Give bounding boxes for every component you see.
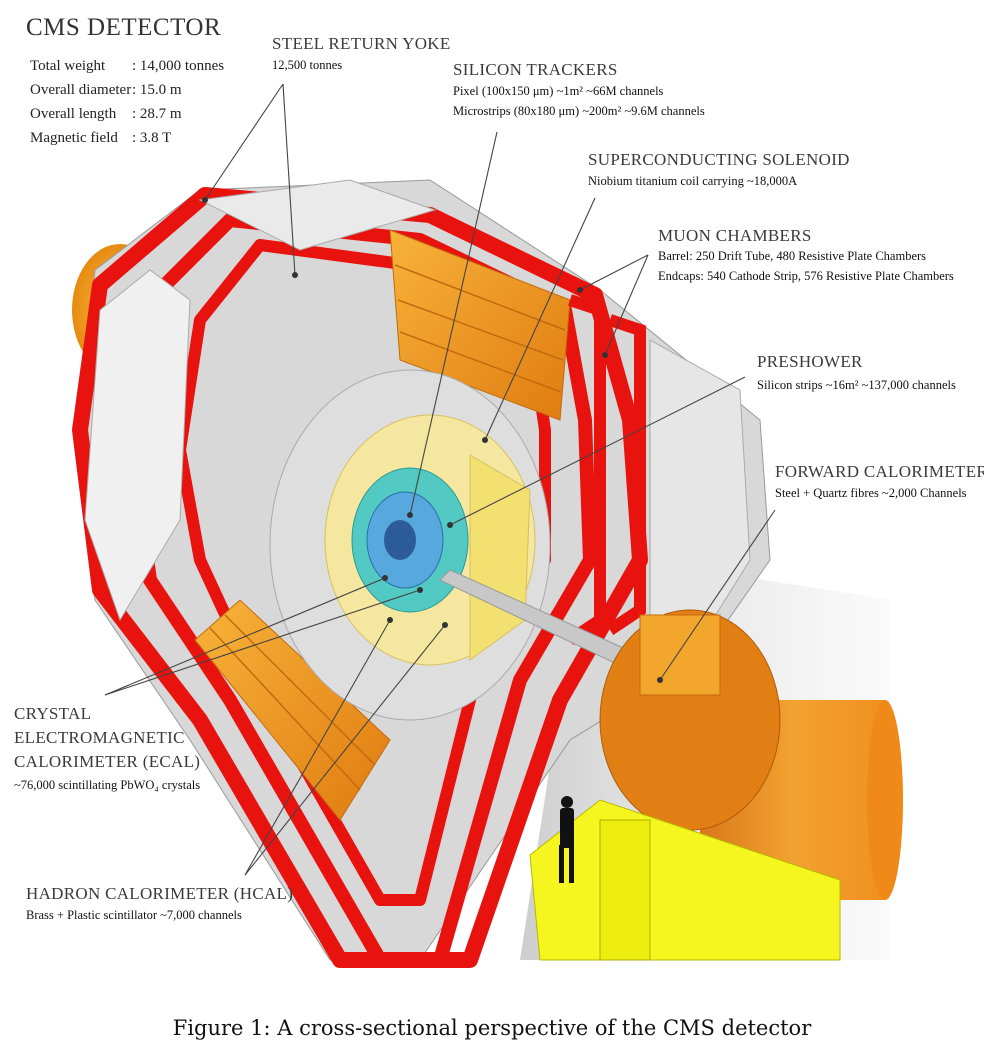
spec-label: Magnetic field [30,130,118,147]
ecal-sub: ~76,000 scintillating PbWO₄ crystals [14,778,200,793]
preshower-sub: Silicon strips ~16m² ~137,000 channels [757,378,956,393]
tracker-sub-pixel: Pixel (100x150 μm) ~1m² ~66M channels [453,84,663,99]
muon-sub-endcaps: Endcaps: 540 Cathode Strip, 576 Resistiv… [658,269,954,284]
support-pillar [600,820,650,960]
diagram-title: CMS DETECTOR [26,14,221,42]
forward-cal-end [867,700,903,900]
spec-label: Overall length [30,106,116,123]
spec-value: : 15.0 m [132,82,182,99]
muon-label: MUON CHAMBERS [658,226,812,246]
tracker-sub-strips: Microstrips (80x180 μm) ~200m² ~9.6M cha… [453,104,705,119]
tracker-core [384,520,416,560]
solenoid-sub: Niobium titanium coil carrying ~18,000A [588,174,797,189]
muon-sub-barrel: Barrel: 250 Drift Tube, 480 Resistive Pl… [658,249,926,264]
ecal-label-3: CALORIMETER (ECAL) [14,752,200,772]
spec-label: Total weight [30,58,105,75]
spec-value: : 28.7 m [132,106,182,123]
spec-value: : 3.8 T [132,130,171,147]
ecal-label-2: ELECTROMAGNETIC [14,728,185,748]
hcal-sub: Brass + Plastic scintillator ~7,000 chan… [26,908,242,923]
yoke-label: STEEL RETURN YOKE [272,34,451,54]
solenoid-label: SUPERCONDUCTING SOLENOID [588,150,850,170]
figure-caption: Figure 1: A cross-sectional perspective … [0,1016,984,1040]
tracker-label: SILICON TRACKERS [453,60,618,80]
forward-label: FORWARD CALORIMETER [775,462,984,482]
preshower-label: PRESHOWER [757,352,863,372]
yoke-sub: 12,500 tonnes [272,58,342,73]
spec-label: Overall diameter [30,82,131,99]
hcal-label: HADRON CALORIMETER (HCAL) [26,884,293,904]
spec-value: : 14,000 tonnes [132,58,224,75]
ecal-label-1: CRYSTAL [14,704,91,724]
forward-sub: Steel + Quartz fibres ~2,000 Channels [775,486,967,501]
forward-cal-block [640,615,720,695]
